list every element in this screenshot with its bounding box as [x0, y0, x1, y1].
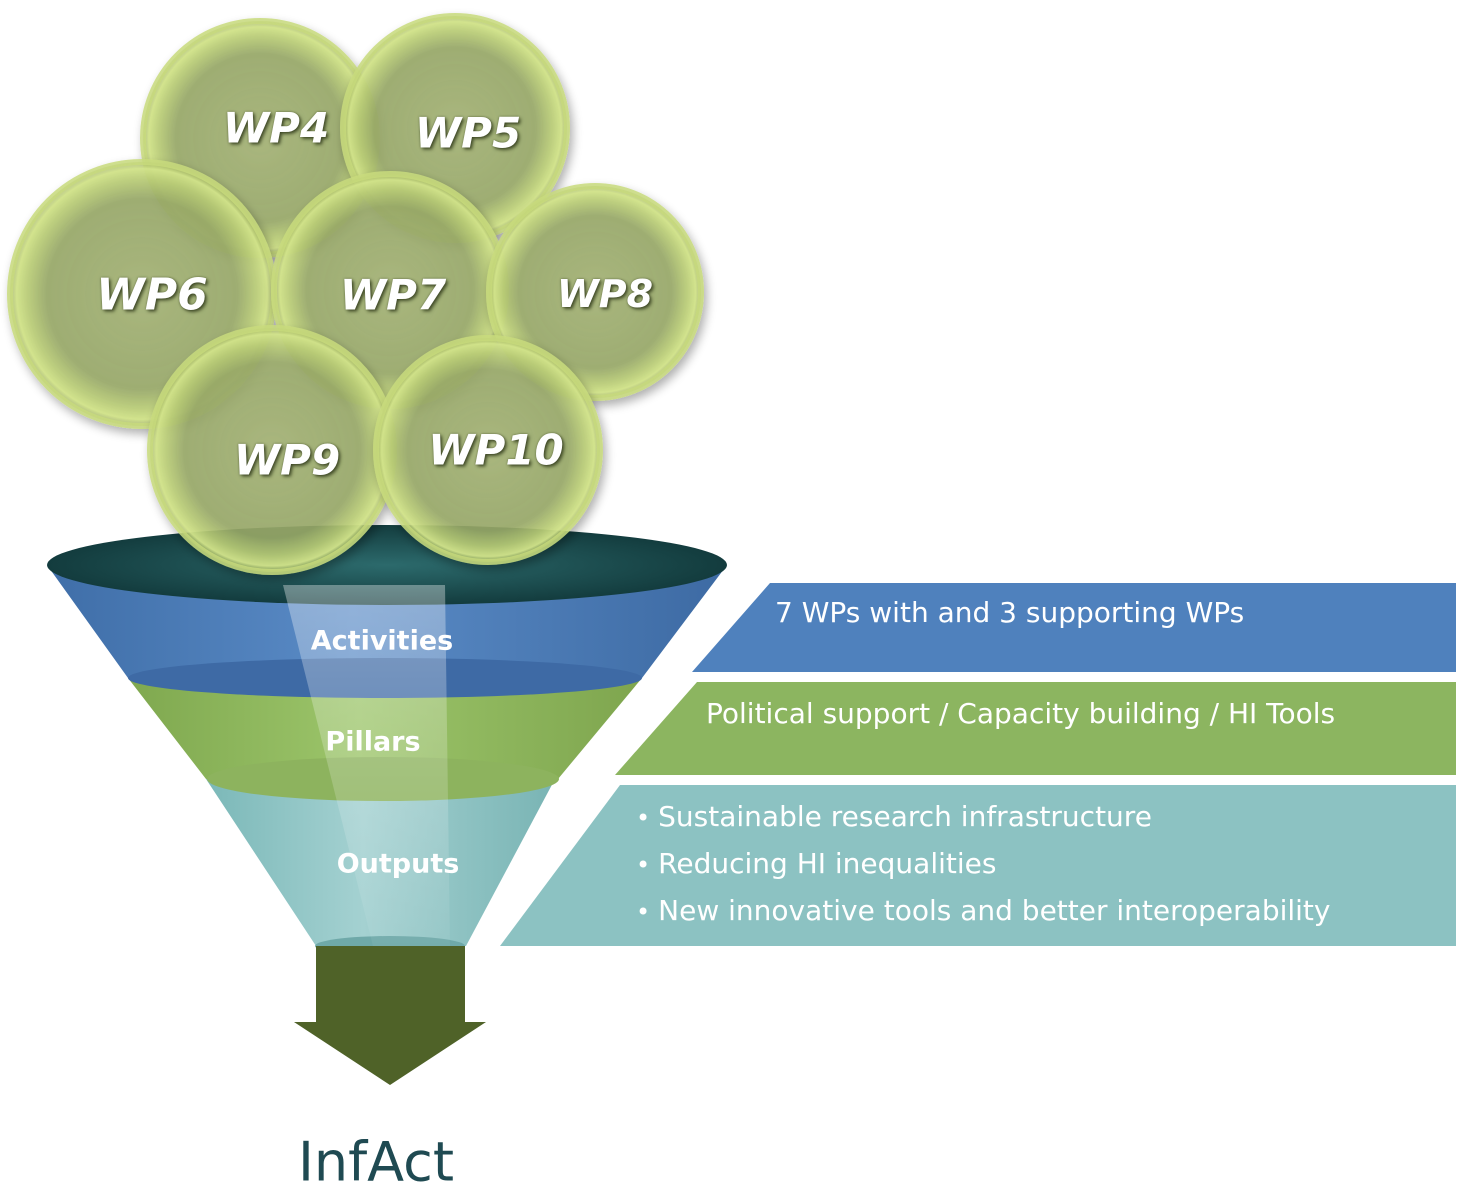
wp9-label: WP9: [233, 435, 341, 485]
wp10-bubble: [373, 335, 603, 565]
outputs-banner-text: Sustainable research infrastructure Redu…: [636, 794, 1330, 935]
activities-banner-text: 7 WPs with and 3 supporting WPs: [775, 596, 1245, 629]
wp6-label: WP6: [96, 269, 208, 321]
outputs-bullet-item: New innovative tools and better interope…: [636, 888, 1330, 935]
outputs-bullet-item: Sustainable research infrastructure: [636, 794, 1330, 841]
wp10-label: WP10: [428, 425, 564, 475]
outputs-bullet-item: Reducing HI inequalities: [636, 841, 1330, 888]
wp7-label: WP7: [339, 270, 447, 320]
funnel-highlight: [283, 585, 450, 946]
outputs-bullet-list: Sustainable research infrastructure Redu…: [636, 794, 1330, 935]
activities-banner: [692, 583, 1456, 672]
funnel-label-pillars: Pillars: [325, 726, 421, 758]
output-arrow: [294, 946, 486, 1085]
result-title: InfAct: [297, 1130, 455, 1194]
wp8-bubble: [486, 183, 704, 401]
pillars-banner: [615, 682, 1456, 775]
wp4-label: WP4: [222, 103, 330, 153]
wp8-label: WP8: [556, 272, 654, 316]
pillars-banner-text: Political support / Capacity building / …: [706, 697, 1336, 730]
work-package-bubbles: [7, 13, 704, 575]
funnel-label-outputs: Outputs: [336, 848, 460, 880]
funnel-label-activities: Activities: [310, 625, 454, 657]
wp5-label: WP5: [414, 108, 522, 158]
